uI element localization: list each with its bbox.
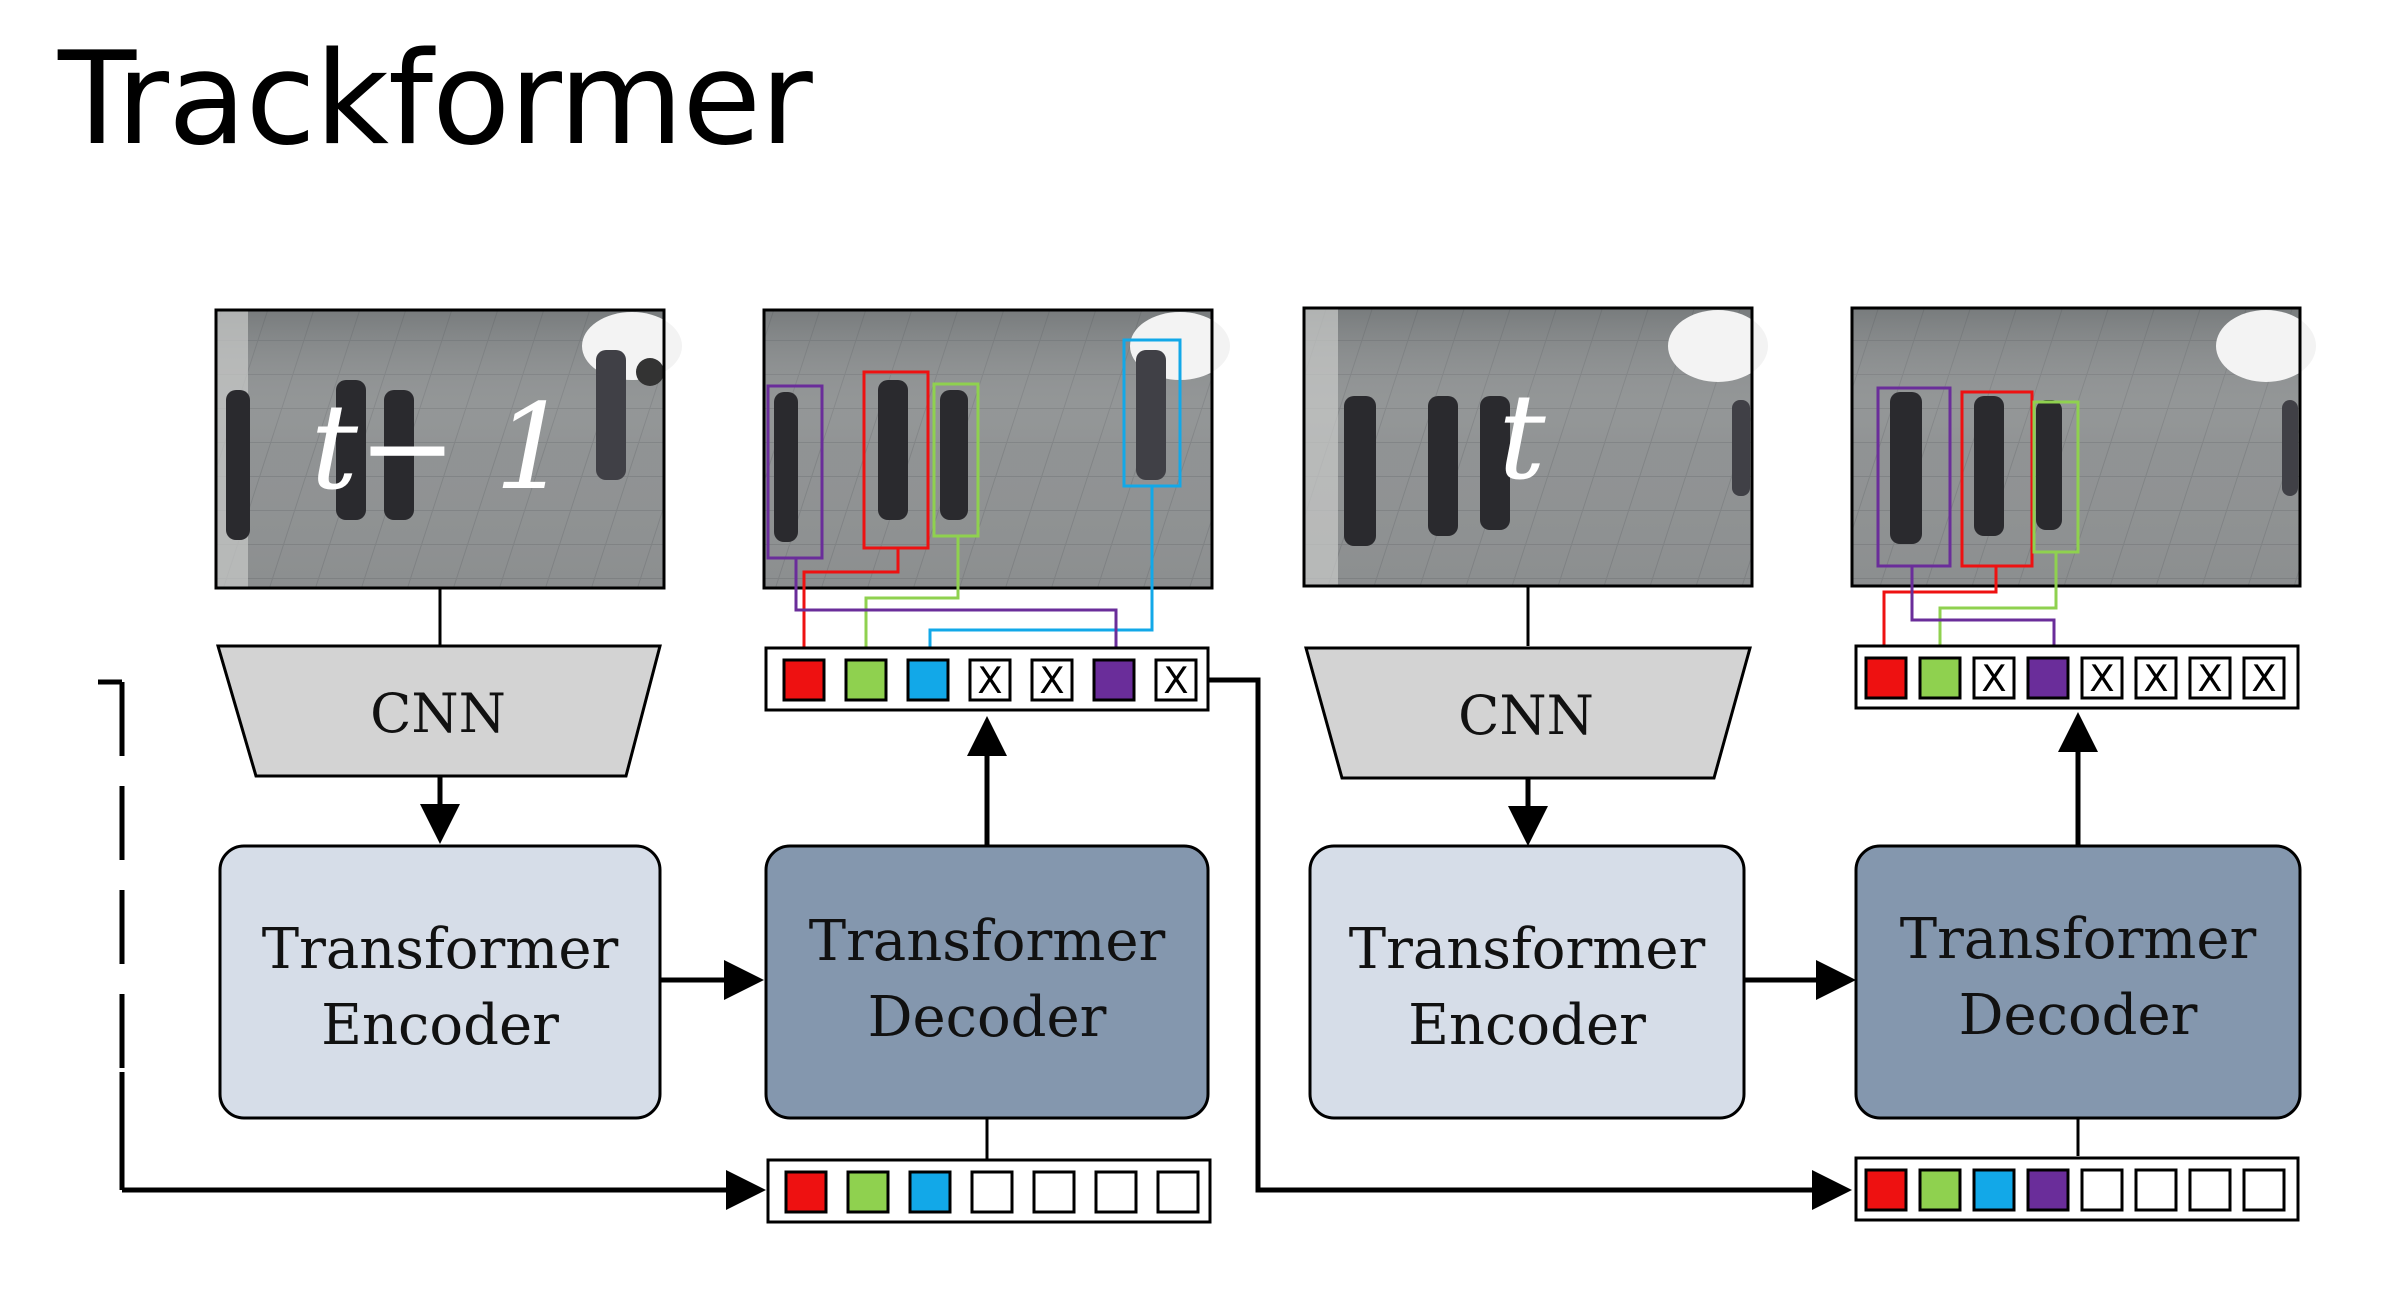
decoder-label-line2-1: Decoder [868, 985, 1107, 1050]
output-slot-x-mark: X [1981, 657, 2006, 700]
output-slot-x-mark: X [2089, 657, 2114, 700]
query-slot-purple [2026, 1168, 2070, 1212]
output-slot-red [1864, 656, 1908, 700]
output-slot-blue [906, 658, 950, 702]
output-slot-purple [2026, 656, 2070, 700]
track-box-red [862, 370, 930, 550]
output-slot-purple [1092, 658, 1136, 702]
cnn-block-2 [1304, 646, 1752, 780]
cnn-block-1 [215, 644, 662, 778]
query-slot-empty [1032, 1170, 1076, 1214]
output-slot-x-mark: X [1163, 659, 1188, 702]
output-slot-green [844, 658, 888, 702]
cnn-label-2: CNN [1458, 684, 1594, 747]
cnn-label-1: CNN [370, 682, 506, 745]
output-slot-x [2242, 656, 2286, 700]
page-title: Trackformer [58, 25, 813, 174]
pedestrians [226, 350, 626, 540]
output-slot-x [2188, 656, 2232, 700]
query-slot-blue [908, 1170, 952, 1214]
query-slot-empty [2134, 1168, 2178, 1212]
query-slot-red [1864, 1168, 1908, 1212]
input-frame-t [1304, 308, 1768, 586]
query-slot-blue [1972, 1168, 2016, 1212]
output-slot-x [1154, 658, 1198, 702]
input-frame-t-minus-1 [216, 310, 682, 588]
decoder-label-line1-2: Transformer [1900, 907, 2257, 972]
output-slot-x-mark: X [977, 659, 1002, 702]
output-slot-green [1918, 656, 1962, 700]
decoder-label-line1-1: Transformer [809, 909, 1166, 974]
encoder-label-line2-2: Encoder [1408, 993, 1646, 1058]
output-slot-x-mark: X [2197, 657, 2222, 700]
transformer-encoder-block-2 [1308, 844, 1746, 1120]
query-slot-red [784, 1170, 828, 1214]
output-slot-x-mark: X [1039, 659, 1064, 702]
encoder-label-line2-1: Encoder [321, 993, 559, 1058]
output-frame-t [1850, 306, 2316, 588]
frame-label-t: t [1498, 368, 1546, 506]
output-slot-x [1030, 658, 1074, 702]
query-slot-empty [1094, 1170, 1138, 1214]
query-slot-empty [2188, 1168, 2232, 1212]
track-query-carryover-line [1208, 677, 1852, 1210]
transformer-encoder-block-1 [218, 844, 662, 1120]
output-frame-t-minus-1 [762, 308, 1230, 590]
encoder-label-line1-1: Transformer [262, 917, 619, 982]
transformer-decoder-block-2 [1854, 844, 2302, 1120]
query-slot-empty [2080, 1168, 2124, 1212]
box-to-slot-connectors-1 [794, 486, 1154, 660]
query-slot-empty [2242, 1168, 2286, 1212]
query-slot-green [1918, 1168, 1962, 1212]
encoder-label-line1-2: Transformer [1349, 917, 1706, 982]
decoder-label-line2-2: Decoder [1959, 983, 2198, 1048]
frame-label-t-minus-1: t− 1 [311, 378, 570, 516]
query-slot-empty [970, 1170, 1014, 1214]
output-slot-x [1972, 656, 2016, 700]
query-slot-empty [1156, 1170, 1200, 1214]
output-slot-x [2080, 656, 2124, 700]
output-slot-x-mark: X [2143, 657, 2168, 700]
feedback-dashed-line [98, 679, 766, 1210]
output-slot-x-mark: X [2251, 657, 2276, 700]
output-slot-x [2134, 656, 2178, 700]
output-slot-x [968, 658, 1012, 702]
track-box-green [932, 382, 980, 538]
query-slot-green [846, 1170, 890, 1214]
transformer-decoder-block-1 [764, 844, 1210, 1120]
box-to-slot-connectors-2 [1882, 552, 2058, 660]
output-slot-red [782, 658, 826, 702]
track-box-purple [1876, 386, 1952, 568]
